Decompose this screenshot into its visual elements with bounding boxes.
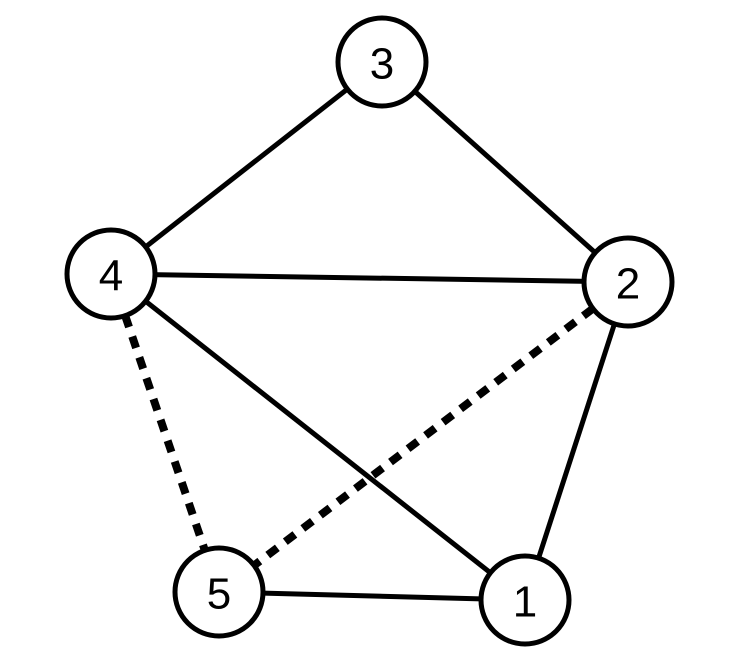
node-label: 4 [99,252,123,301]
edge-2-5-dashed [216,278,631,596]
edge-4-1 [109,272,527,602]
node-circle [64,227,158,321]
node-label: 5 [207,570,231,619]
node-3: 3 [335,15,429,109]
node-label: 3 [370,40,394,89]
node-circle [478,553,572,647]
edges-layer [107,60,631,603]
node-circle [172,545,266,639]
node-circle [581,235,675,329]
edge-2-1 [522,281,631,601]
node-label: 1 [513,578,537,627]
node-4: 4 [64,227,158,321]
edge-4-5-dashed [107,272,223,594]
node-label: 2 [616,260,640,309]
edge-3-2 [380,60,630,284]
edge-3-4 [109,60,384,276]
edge-4-2 [110,271,629,285]
nodes-layer: 1 2 3 4 5 [64,15,675,647]
node-5: 5 [172,545,266,639]
edge-5-1 [218,589,526,603]
node-circle [335,15,429,109]
node-2: 2 [581,235,675,329]
node-1: 1 [478,553,572,647]
